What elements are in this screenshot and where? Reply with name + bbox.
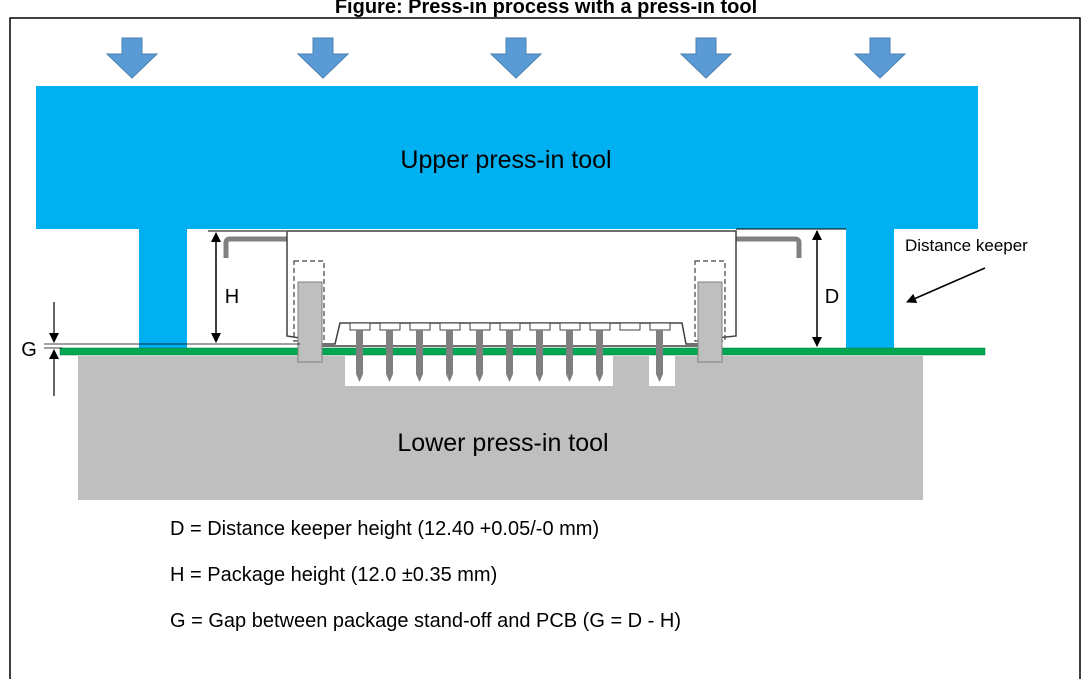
down-arrow-icon <box>296 37 350 79</box>
down-arrow-icon <box>853 37 907 79</box>
signal-pin <box>379 322 401 382</box>
down-arrow-icon <box>679 37 733 79</box>
dimension-H-label: H <box>225 286 239 308</box>
dimension-G-label: G <box>21 339 37 361</box>
legend-line-d: D = Distance keeper height (12.40 +0.05/… <box>170 518 599 540</box>
distance-keeper-right <box>846 229 894 351</box>
distance-keeper-label: Distance keeper <box>905 236 1028 255</box>
signal-pin <box>469 322 491 382</box>
distance-keeper-left <box>139 229 187 351</box>
signal-pin <box>589 322 611 382</box>
figure-frame <box>9 17 1081 679</box>
signal-pin <box>529 322 551 382</box>
force-arrows <box>105 37 907 79</box>
signal-pin <box>499 322 521 382</box>
signal-pin <box>649 322 671 382</box>
package <box>223 230 802 363</box>
dimension-G <box>44 302 300 396</box>
legend-line-g: G = Gap between package stand-off and PC… <box>170 610 681 632</box>
down-arrow-icon <box>105 37 159 79</box>
pcb <box>59 347 986 356</box>
signal-pin <box>559 322 581 382</box>
lower-tool-label: Lower press-in tool <box>397 429 608 457</box>
signal-pins <box>349 322 671 382</box>
signal-tab <box>619 322 641 331</box>
signal-pin <box>349 322 371 382</box>
signal-pin <box>439 322 461 382</box>
press-pin-right <box>697 281 723 363</box>
figure-title: Figure: Press-in process with a press-in… <box>335 0 757 18</box>
dimension-H <box>208 230 286 343</box>
down-arrow-icon <box>489 37 543 79</box>
press-pin-left <box>297 281 323 363</box>
upper-press-in-tool <box>36 86 978 229</box>
package-handle-left <box>223 236 294 258</box>
package-handle-right <box>735 236 802 258</box>
upper-tool-label: Upper press-in tool <box>400 146 611 174</box>
dimension-D <box>736 228 846 347</box>
distance-keeper-pointer <box>906 267 986 303</box>
dimension-D-label: D <box>825 286 839 308</box>
legend-line-h: H = Package height (12.0 ±0.35 mm) <box>170 564 497 586</box>
signal-pin <box>409 322 431 382</box>
